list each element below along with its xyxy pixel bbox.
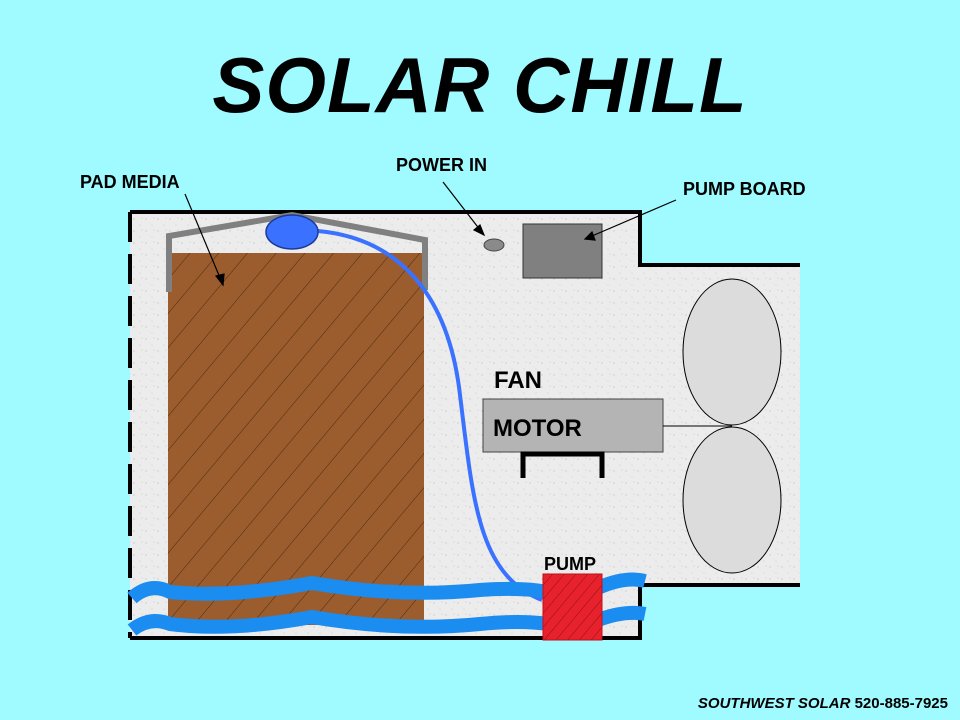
power-in-label: POWER IN	[396, 155, 487, 175]
company-name: SOUTHWEST SOLAR	[697, 695, 851, 712]
water-tube	[317, 229, 543, 602]
fan-blade-upper	[682, 278, 782, 426]
pad-media	[168, 253, 424, 625]
leader-lines	[184, 181, 677, 287]
pad-media-label: PAD MEDIA	[80, 172, 180, 192]
water-distributor	[265, 214, 319, 250]
pump-board-label: PUMP BOARD	[683, 179, 806, 199]
footer: SOUTHWEST SOLAR 520-885-7925	[698, 695, 948, 712]
phone-number: 520-885-7925	[854, 695, 948, 712]
power-in-connector	[483, 238, 505, 252]
motor-label: MOTOR	[493, 415, 582, 442]
page-title: SOLAR CHILL	[212, 41, 748, 129]
fan-blade-lower	[682, 426, 782, 574]
pump-label: PUMP	[544, 554, 596, 574]
pump-board	[522, 223, 603, 279]
fan-motor	[482, 398, 664, 453]
fan-label: FAN	[494, 367, 542, 394]
pump	[542, 573, 603, 641]
motor-mount	[520, 451, 605, 478]
